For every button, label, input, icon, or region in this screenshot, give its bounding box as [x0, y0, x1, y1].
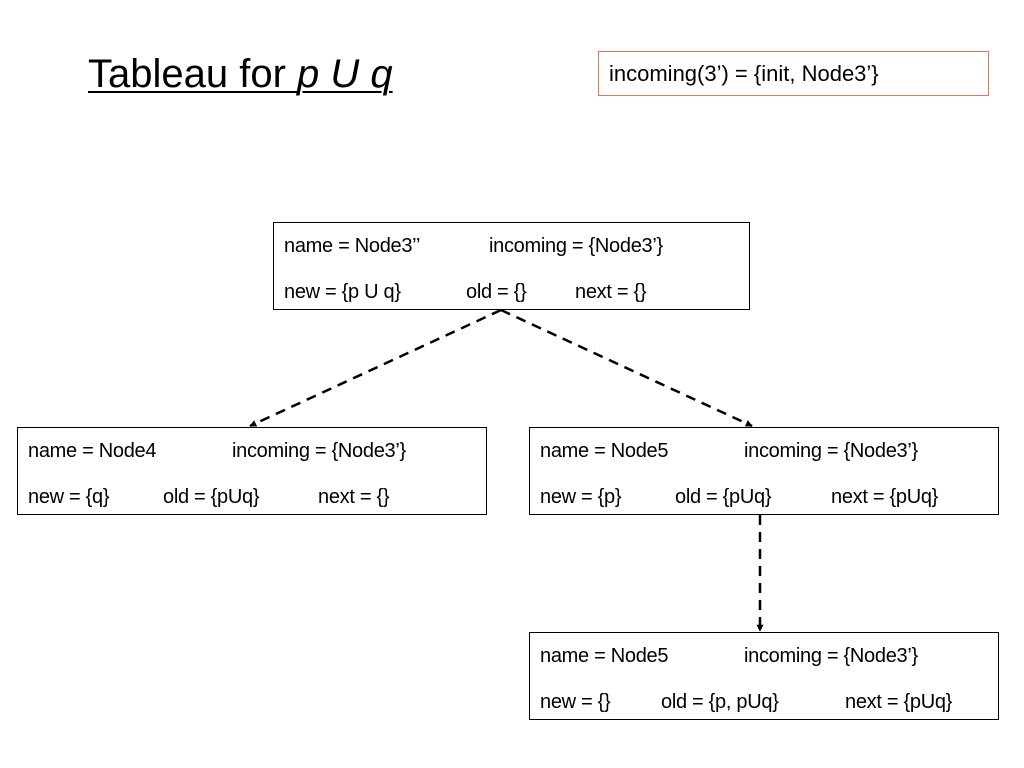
- node4-name: name = Node4: [28, 440, 157, 462]
- node4-incoming: incoming = {Node3’}: [232, 440, 406, 462]
- node4-old: old = {pUq}: [163, 486, 260, 508]
- node5-new: new = {p}: [540, 486, 622, 508]
- node3-new: new = {p U q}: [284, 281, 401, 303]
- node3-header-row: name = Node3’’ incoming = {Node3’}: [284, 231, 749, 277]
- node4-next: next = {}: [318, 486, 390, 508]
- node5-incoming: incoming = {Node3’}: [744, 440, 918, 462]
- node5b-next: next = {pUq}: [845, 691, 953, 713]
- node4-new: new = {q}: [28, 486, 110, 508]
- node5b-old: old = {p, pUq}: [661, 691, 779, 713]
- title-formula: p U q: [297, 52, 393, 96]
- node3-sets-row: new = {p U q} old = {} next = {}: [284, 277, 749, 323]
- node5-header-row: name = Node5 incoming = {Node3’}: [540, 436, 998, 482]
- node5-box: name = Node5 incoming = {Node3’} new = {p…: [529, 427, 999, 515]
- node3-old: old = {}: [466, 281, 527, 303]
- title-prefix: Tableau for: [88, 52, 298, 96]
- node3-incoming: incoming = {Node3’}: [489, 235, 663, 257]
- node5-sets-row: new = {p} old = {pUq} next = {pUq}: [540, 482, 998, 528]
- node5-name: name = Node5: [540, 440, 669, 462]
- node5-old: old = {pUq}: [675, 486, 772, 508]
- node3-next: next = {}: [575, 281, 647, 303]
- edge-node3-to-node5: [500, 308, 753, 428]
- slide-title: Tableau for p U q: [88, 48, 393, 100]
- node5b-box: name = Node5 incoming = {Node3’} new = {}…: [529, 632, 999, 720]
- node3-name: name = Node3’’: [284, 235, 421, 257]
- node5b-header-row: name = Node5 incoming = {Node3’}: [540, 641, 998, 687]
- node3-box: name = Node3’’ incoming = {Node3’} new = …: [273, 222, 750, 310]
- node5b-name: name = Node5: [540, 645, 669, 667]
- node5b-sets-row: new = {} old = {p, pUq} next = {pUq}: [540, 687, 998, 733]
- node4-sets-row: new = {q} old = {pUq} next = {}: [28, 482, 486, 528]
- node5-next: next = {pUq}: [831, 486, 939, 508]
- node4-box: name = Node4 incoming = {Node3’} new = {q…: [17, 427, 487, 515]
- node4-header-row: name = Node4 incoming = {Node3’}: [28, 436, 486, 482]
- edge-node3-to-node4: [249, 308, 502, 428]
- incoming-callout: incoming(3’) = {init, Node3’}: [598, 51, 989, 96]
- node5b-incoming: incoming = {Node3’}: [744, 645, 918, 667]
- node5b-new: new = {}: [540, 691, 611, 713]
